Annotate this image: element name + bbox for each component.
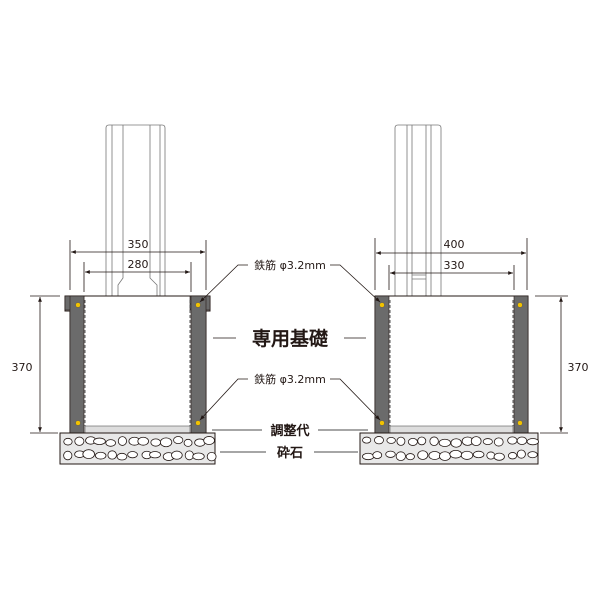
gravel-stone (362, 452, 375, 461)
gravel-stone (149, 451, 161, 459)
gravel-stone (184, 450, 194, 461)
gravel-stone (450, 438, 462, 448)
right-dimensions (374, 238, 568, 434)
leveling-label: 調整代 (270, 423, 309, 439)
gravel-stone (507, 436, 518, 445)
gravel-stone (206, 451, 217, 462)
gravel-stone (386, 437, 396, 444)
rebar-dot (75, 420, 81, 426)
gravel-stone (82, 449, 95, 460)
gravel-stone (508, 452, 518, 460)
gravel-stone (482, 438, 493, 446)
gravel-stone (107, 450, 117, 460)
rebar-dot (517, 302, 523, 308)
gravel-stone (428, 451, 441, 460)
gravel-stone (516, 436, 528, 445)
rebar-label-top: 鉄筋 φ3.2mm (254, 258, 326, 272)
left-dimensions (30, 240, 207, 434)
gravel-stone (137, 436, 149, 446)
gravel-stone (94, 451, 107, 460)
left-foundation (59, 295, 216, 465)
rebar-dot (195, 302, 201, 308)
gravel-stone (417, 436, 427, 446)
gravel-stone (493, 437, 504, 447)
gravel-stone (486, 451, 496, 460)
rebar-label-bottom: 鉄筋 φ3.2mm (254, 372, 326, 386)
gravel-stone (527, 451, 538, 459)
leveling-layer (389, 425, 514, 434)
gravel-stone (173, 436, 184, 445)
gravel-stone (159, 437, 173, 448)
gravel-stone (150, 438, 162, 447)
gravel-stone (526, 438, 540, 446)
gravel-stone (127, 451, 138, 459)
gravel-stone (472, 450, 485, 459)
gravel-stone (493, 452, 505, 461)
gravel-stone (203, 436, 215, 445)
gravel-stone (396, 436, 406, 446)
rebar-dot (379, 302, 385, 308)
gravel-stones (63, 436, 540, 462)
rebar-dot (195, 420, 201, 426)
gravel-stone (117, 436, 127, 446)
gravel-stone (385, 450, 396, 458)
gravel-stone (417, 450, 429, 460)
gravel-stone (405, 453, 415, 461)
gravel-stone (516, 449, 526, 459)
gravel-stone (93, 437, 106, 446)
gravel-stone (105, 439, 116, 447)
gravel-stone (438, 438, 452, 447)
right-inner-width: 330 (444, 259, 465, 272)
gravel-label: 砕石 (277, 445, 303, 461)
left-inner-width: 280 (128, 258, 149, 271)
gravel-stone (407, 437, 418, 446)
left-pole (105, 124, 166, 296)
right-outer-width: 400 (444, 238, 465, 251)
gravel-stone (439, 451, 451, 461)
gravel-stone (372, 451, 383, 459)
gravel-stone (192, 452, 205, 461)
gravel-stone (470, 436, 482, 446)
gravel-stone (449, 449, 463, 459)
right-pole (394, 124, 442, 296)
rebar-dot (379, 420, 385, 426)
gravel-stone (63, 450, 73, 461)
right-height: 370 (568, 361, 589, 374)
left-outer-width: 350 (128, 238, 149, 251)
rebar-dot (517, 420, 523, 426)
gravel-stone (429, 436, 439, 447)
gravel-stone (460, 450, 474, 460)
gravel-stone (374, 436, 384, 445)
gravel-stone (395, 451, 406, 462)
gravel-stone (171, 450, 183, 460)
gravel-stone (362, 436, 372, 444)
rebar-dot (75, 302, 81, 308)
gravel-stone (116, 452, 128, 461)
gravel-stone (63, 437, 73, 446)
leveling-layer (84, 425, 191, 434)
gravel-stone (183, 438, 193, 447)
left-height: 370 (12, 361, 33, 374)
gravel-stone (74, 436, 85, 446)
leader-lines (199, 264, 381, 453)
foundation-label: 専用基礎 (252, 327, 328, 350)
